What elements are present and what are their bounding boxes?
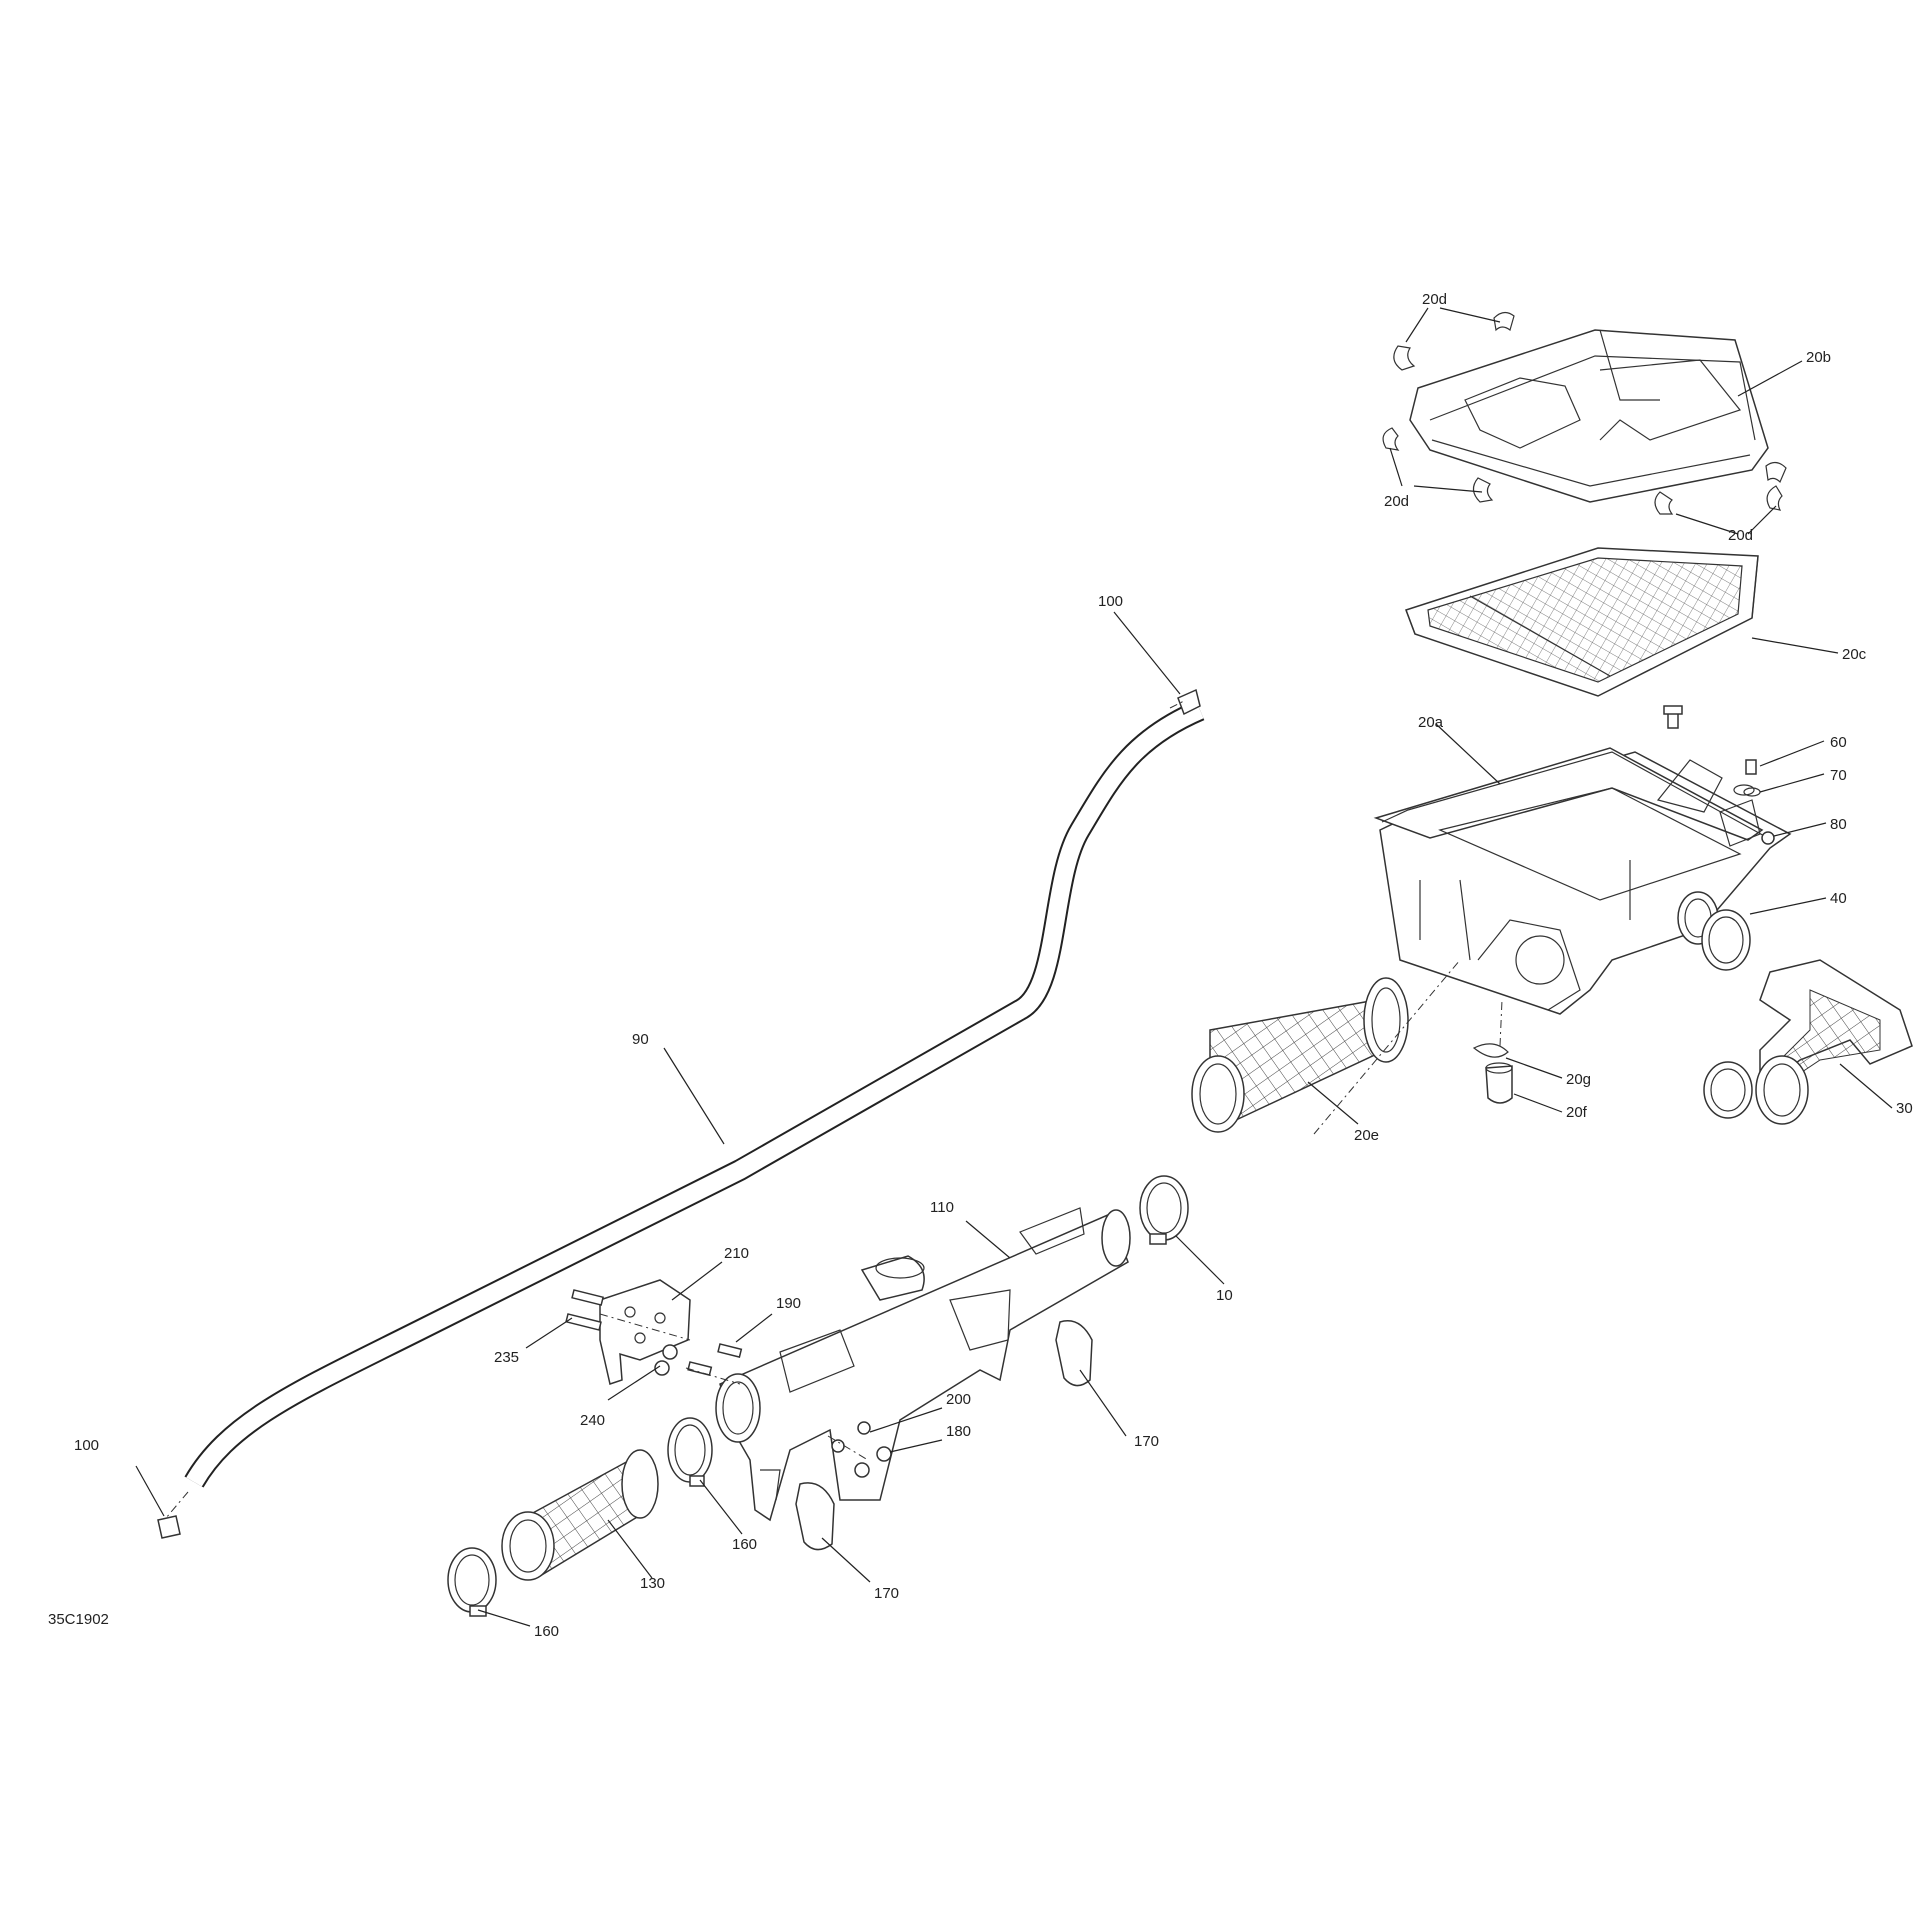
callout-210: 210 — [724, 1245, 749, 1262]
callout-20d-left: 20d — [1384, 493, 1409, 510]
callout-20a: 20a — [1418, 714, 1444, 731]
callout-20c: 20c — [1842, 646, 1867, 663]
callout-160-mid: 160 — [732, 1536, 757, 1553]
clamp-160-bottom — [447, 1547, 497, 1617]
callout-190: 190 — [776, 1295, 801, 1312]
intake-boot-130-part — [501, 1449, 659, 1581]
gasket-170-bottom — [795, 1482, 835, 1551]
callout-10: 10 — [1216, 1287, 1233, 1304]
callout-240: 240 — [580, 1412, 605, 1429]
callout-40: 40 — [1830, 890, 1847, 907]
clamp-30-part — [1703, 1061, 1753, 1119]
callout-90: 90 — [632, 1031, 649, 1048]
callout-170-right: 170 — [1134, 1433, 1159, 1450]
gasket-170-right — [1055, 1320, 1093, 1387]
outlet-duct-30-part — [1755, 959, 1913, 1125]
callout-100-top: 100 — [1098, 593, 1123, 610]
airbox-cover-part — [1409, 329, 1769, 503]
callout-235: 235 — [494, 1349, 519, 1366]
clamp-10-part — [1139, 1175, 1189, 1245]
clamp-160-mid — [667, 1417, 713, 1487]
nut-240-part — [654, 1344, 713, 1376]
callout-20b: 20b — [1806, 349, 1831, 366]
callout-20d-right: 20d — [1728, 527, 1753, 544]
callout-70: 70 — [1830, 767, 1847, 784]
bracket-210-part — [599, 1279, 691, 1385]
callout-20f: 20f — [1566, 1104, 1588, 1121]
callout-170-bottom: 170 — [874, 1585, 899, 1602]
diagram-code: 35C1902 — [48, 1611, 109, 1628]
cover-clip-group — [1382, 311, 1787, 515]
callout-180: 180 — [946, 1423, 971, 1440]
airbox-base-part — [1373, 747, 1792, 1015]
callout-130: 130 — [640, 1575, 665, 1592]
nut-washer-180-200 — [831, 1421, 892, 1478]
mount-bolt-60-70-80 — [1656, 705, 1775, 847]
bolt-235-part — [565, 1289, 605, 1331]
air-filter-part — [1405, 547, 1759, 697]
hose-90-part — [184, 699, 1205, 1488]
callout-110: 110 — [930, 1199, 954, 1216]
callout-80: 80 — [1830, 816, 1847, 833]
callout-30: 30 — [1896, 1100, 1913, 1117]
clamp-40-part — [1701, 909, 1751, 971]
callout-20e: 20e — [1354, 1127, 1379, 1144]
fitting-100-top — [1177, 688, 1201, 716]
callout-100-bottom: 100 — [74, 1437, 99, 1454]
callout-leader-lines — [135, 307, 1893, 1627]
fitting-100-bottom — [157, 1515, 181, 1539]
bolt-190-part — [717, 1343, 743, 1358]
intake-tube-110-part — [715, 1207, 1131, 1522]
callout-60: 60 — [1830, 734, 1847, 751]
callout-labels: 20b 20d 20d 20d 20c 20a 60 70 80 40 20g … — [48, 291, 1913, 1640]
callout-200: 200 — [946, 1391, 971, 1408]
drain-valve-20f-20g — [1472, 1043, 1513, 1104]
callout-20d-top: 20d — [1422, 291, 1447, 308]
assembly-center-lines — [165, 699, 1503, 1519]
callout-160-bottom: 160 — [534, 1623, 559, 1640]
intake-boot-20e-part — [1191, 977, 1409, 1133]
callout-20g: 20g — [1566, 1071, 1591, 1088]
